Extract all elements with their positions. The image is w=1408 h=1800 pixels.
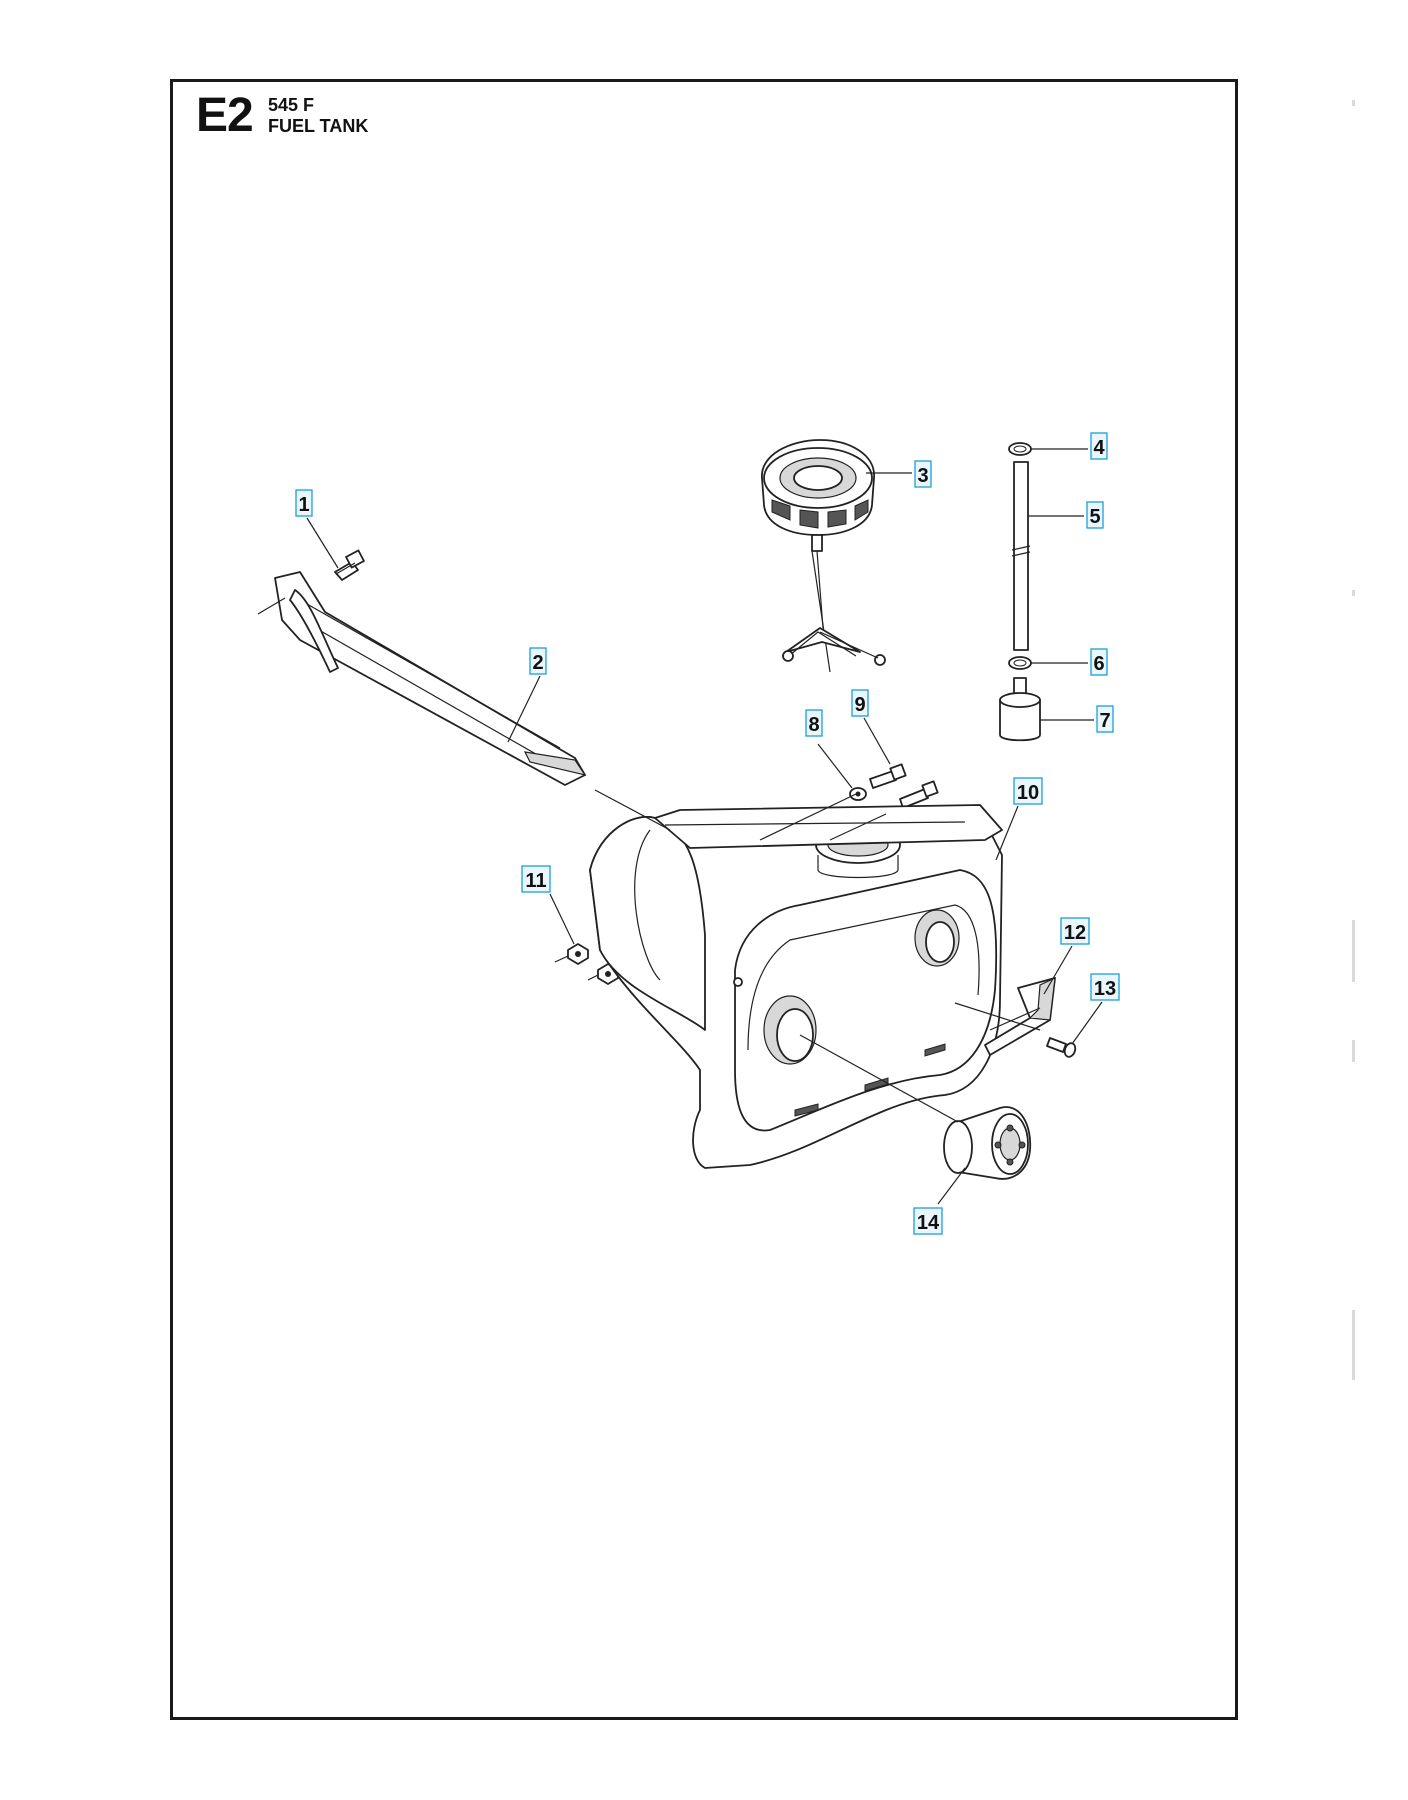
scan-edge-mark (1352, 1040, 1355, 1062)
fuel-cap-part-3 (761, 439, 886, 673)
model-name: 545 F (268, 95, 315, 115)
o-ring-part-4 (1008, 442, 1032, 456)
callout-12: 12 (1043, 917, 1090, 995)
svg-text:6: 6 (1093, 653, 1104, 675)
callout-11: 11 (521, 865, 575, 945)
bracket-part-12 (984, 977, 1056, 1056)
page-title: FUEL TANK (268, 116, 369, 136)
tube-part-2 (257, 571, 587, 786)
callout-4: 4 (1031, 432, 1108, 460)
callout-8: 8 (805, 709, 853, 789)
callout-7: 7 (1040, 705, 1114, 733)
callout-9: 9 (851, 689, 891, 765)
svg-text:4: 4 (1093, 437, 1105, 459)
section-code: E2 (196, 89, 254, 142)
callout-2: 2 (507, 647, 547, 743)
fuel-filter-part-7 (999, 677, 1041, 742)
fuel-hose-part-5 (1011, 461, 1031, 651)
svg-text:2: 2 (532, 652, 543, 674)
svg-text:1: 1 (298, 494, 309, 516)
scan-edge-mark (1352, 100, 1355, 106)
damper-part-14 (943, 1106, 1032, 1180)
callout-6: 6 (1031, 648, 1108, 676)
o-ring-part-6 (1008, 656, 1032, 670)
svg-text:13: 13 (1094, 978, 1116, 1000)
callout-5: 5 (1028, 501, 1104, 529)
scan-edge-mark (1352, 920, 1355, 982)
callout-10: 10 (995, 777, 1043, 861)
svg-text:7: 7 (1099, 710, 1110, 732)
callout-3: 3 (866, 460, 932, 488)
screw-part-1 (334, 549, 365, 581)
svg-text:11: 11 (525, 870, 546, 892)
screw-part-9 (869, 763, 939, 809)
fuel-tank-part-10 (589, 804, 1003, 1169)
svg-text:12: 12 (1064, 922, 1086, 944)
svg-text:8: 8 (808, 714, 819, 736)
scan-edge-mark (1352, 1310, 1355, 1380)
assembly-lines (594, 789, 1041, 1123)
svg-text:5: 5 (1089, 506, 1100, 528)
callout-14: 14 (913, 1167, 966, 1235)
svg-text:9: 9 (854, 694, 865, 716)
svg-text:10: 10 (1017, 782, 1039, 804)
screw-part-13 (1046, 1037, 1077, 1058)
svg-text:3: 3 (917, 465, 928, 487)
callout-13: 13 (1071, 973, 1120, 1045)
svg-text:14: 14 (917, 1212, 940, 1234)
scan-edge-mark (1352, 590, 1355, 596)
callout-1: 1 (295, 489, 339, 569)
